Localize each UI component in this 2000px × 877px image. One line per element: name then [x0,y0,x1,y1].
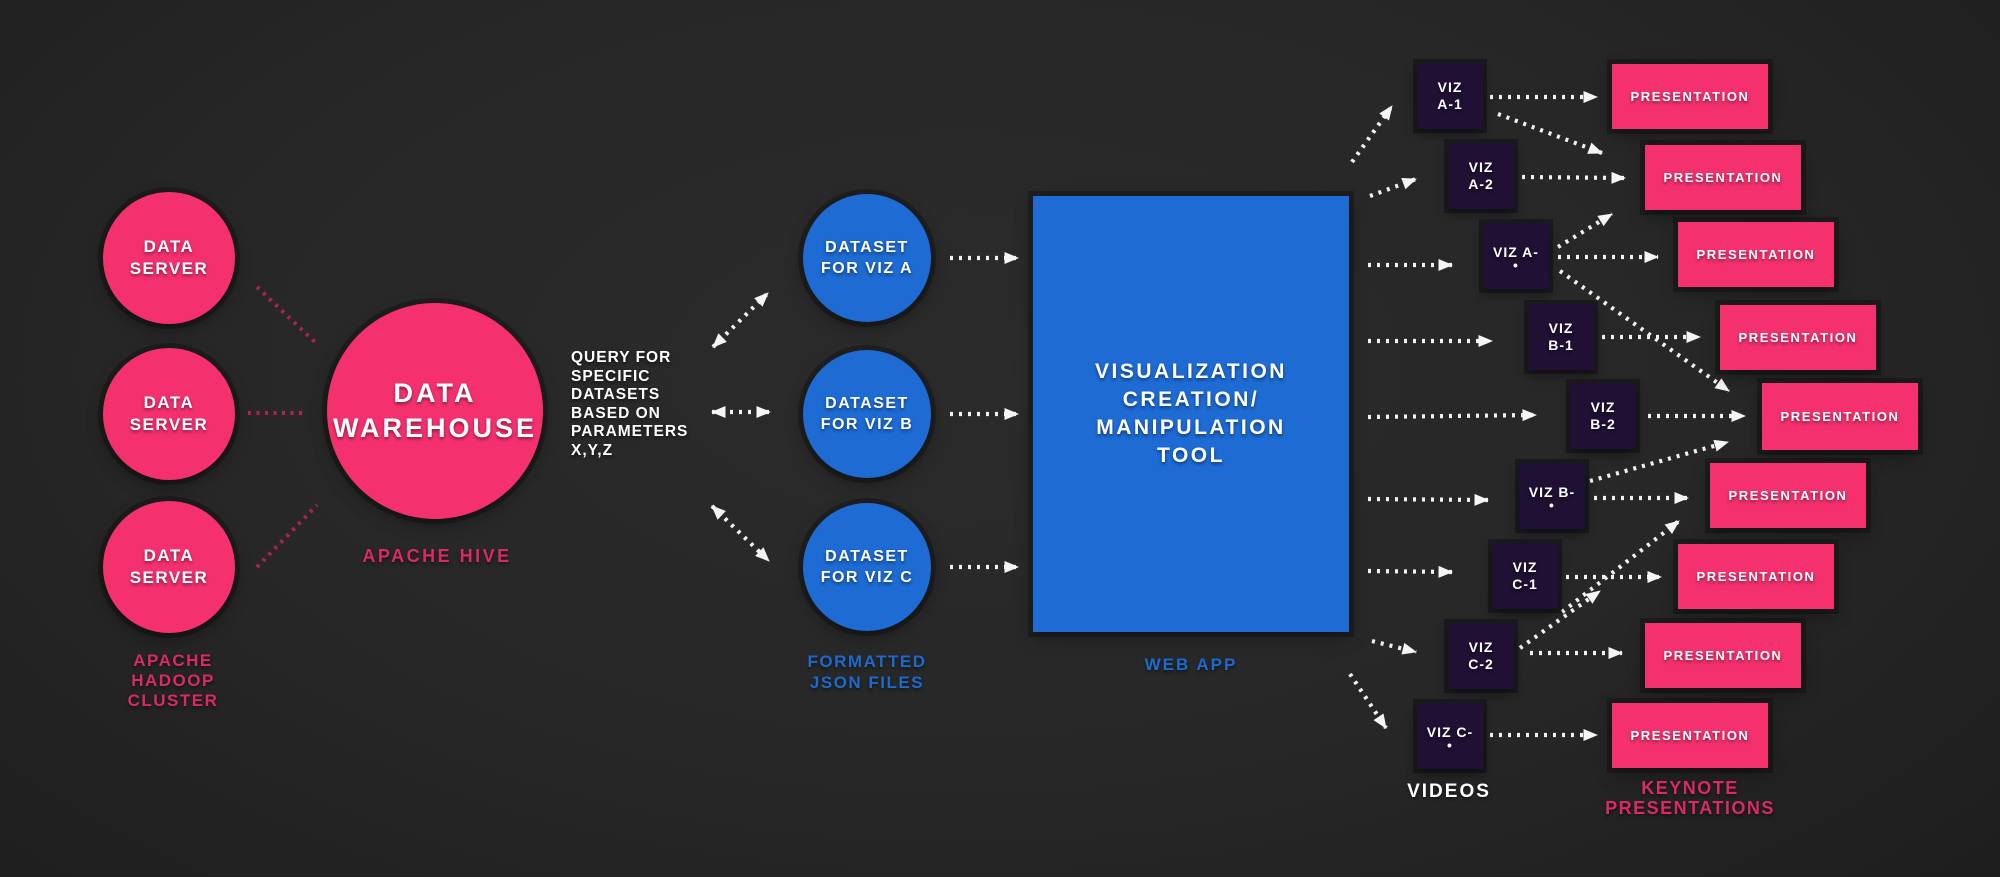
visualization-tool-label: VISUALIZATION CREATION/ MANIPULATION TOO… [1095,360,1287,467]
presentation-node-6: PRESENTATION [1710,463,1866,528]
server-to-warehouse-links [248,285,320,569]
dataset-viz-b-label: DATASET FOR VIZ B [820,395,914,433]
presentation-node-9: PRESENTATION [1612,703,1768,768]
formatted-json-caption: FORMATTED JSON FILES [807,652,927,692]
apache-hive-caption: APACHE HIVE [362,546,512,566]
presentation-node-4: PRESENTATION [1720,305,1876,370]
viz-to-presentation-arrows [1490,91,1746,741]
tool-to-viz-arrows [1348,104,1537,730]
data-warehouse-node: DATA WAREHOUSE [327,303,543,519]
dataset-viz-c-label: DATASET FOR VIZ C [820,548,914,586]
presentation-node-5: PRESENTATION [1762,383,1918,450]
presentation-node-3: PRESENTATION [1678,222,1834,287]
dataset-viz-a-label: DATASET FOR VIZ A [820,239,913,277]
viz-node-c1: VIZ C-1 [1492,543,1558,609]
dataset-to-tool-arrows [950,252,1019,573]
web-app-caption: WEB APP [1144,655,1238,674]
viz-node-b2: VIZ B-2 [1570,383,1636,449]
dataset-viz-a-node: DATASET FOR VIZ A [803,194,931,322]
presentation-node-7: PRESENTATION [1678,544,1834,609]
viz-node-a1: VIZ A-1 [1417,63,1483,129]
data-server-node-1: DATA SERVER [103,192,235,324]
viz-node-b-more: VIZ B- • [1519,463,1585,529]
data-warehouse-label: DATA WAREHOUSE [332,378,538,443]
viz-node-c2: VIZ C-2 [1448,623,1514,689]
data-server-node-3: DATA SERVER [103,501,235,633]
data-server-label: DATA SERVER [129,393,209,434]
viz-node-a2: VIZ A-2 [1448,143,1514,209]
data-server-label: DATA SERVER [129,546,209,587]
warehouse-dataset-bidirectional-arrows [710,291,771,563]
keynote-presentations-caption: KEYNOTE PRESENTATIONS [1605,778,1775,818]
presentation-node-8: PRESENTATION [1645,623,1801,688]
dataset-viz-b-node: DATASET FOR VIZ B [803,350,931,478]
videos-caption: VIDEOS [1407,781,1491,802]
visualization-tool-node: VISUALIZATION CREATION/ MANIPULATION TOO… [1033,196,1349,632]
data-server-label: DATA SERVER [129,237,209,278]
presentation-node-1: PRESENTATION [1612,64,1768,129]
data-server-node-2: DATA SERVER [103,348,235,480]
hadoop-cluster-caption: APACHE HADOOP CLUSTER [127,651,219,710]
presentation-node-2: PRESENTATION [1645,145,1801,210]
viz-node-a-more: VIZ A- • [1483,223,1549,289]
dataset-viz-c-node: DATASET FOR VIZ C [803,503,931,631]
query-parameters-note: QUERY FOR SPECIFIC DATASETS BASED ON PAR… [571,349,689,459]
viz-node-b1: VIZ B-1 [1528,304,1594,370]
viz-node-c-more: VIZ C- • [1417,703,1483,769]
